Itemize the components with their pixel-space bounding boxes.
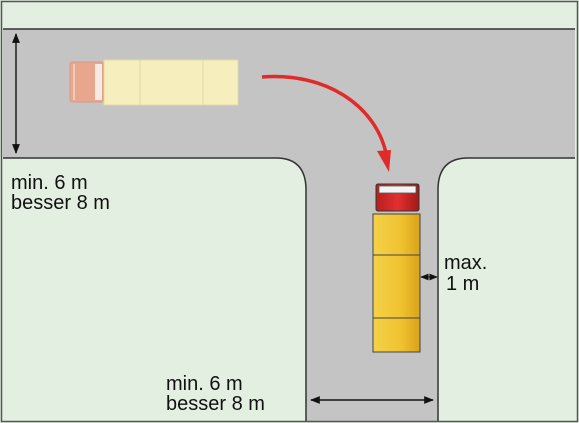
side-road-width-label-min: min. 6 m [166, 373, 243, 395]
clearance-label-max: max. [444, 252, 488, 274]
right-road-edge [437, 157, 575, 421]
main-road-width-label-min: min. 6 m [11, 172, 88, 194]
road-surface [3, 29, 575, 421]
left-road-edge [3, 157, 307, 421]
truck-after-turn [372, 183, 421, 353]
side-road-width-label-better: besser 8 m [166, 393, 265, 415]
main-road-width-label-better: besser 8 m [11, 192, 110, 214]
turn-arrow-head [377, 150, 391, 172]
turn-path-arrow [261, 74, 388, 154]
clearance-label-value: 1 m [446, 273, 480, 295]
truck-before-turn [69, 59, 239, 106]
